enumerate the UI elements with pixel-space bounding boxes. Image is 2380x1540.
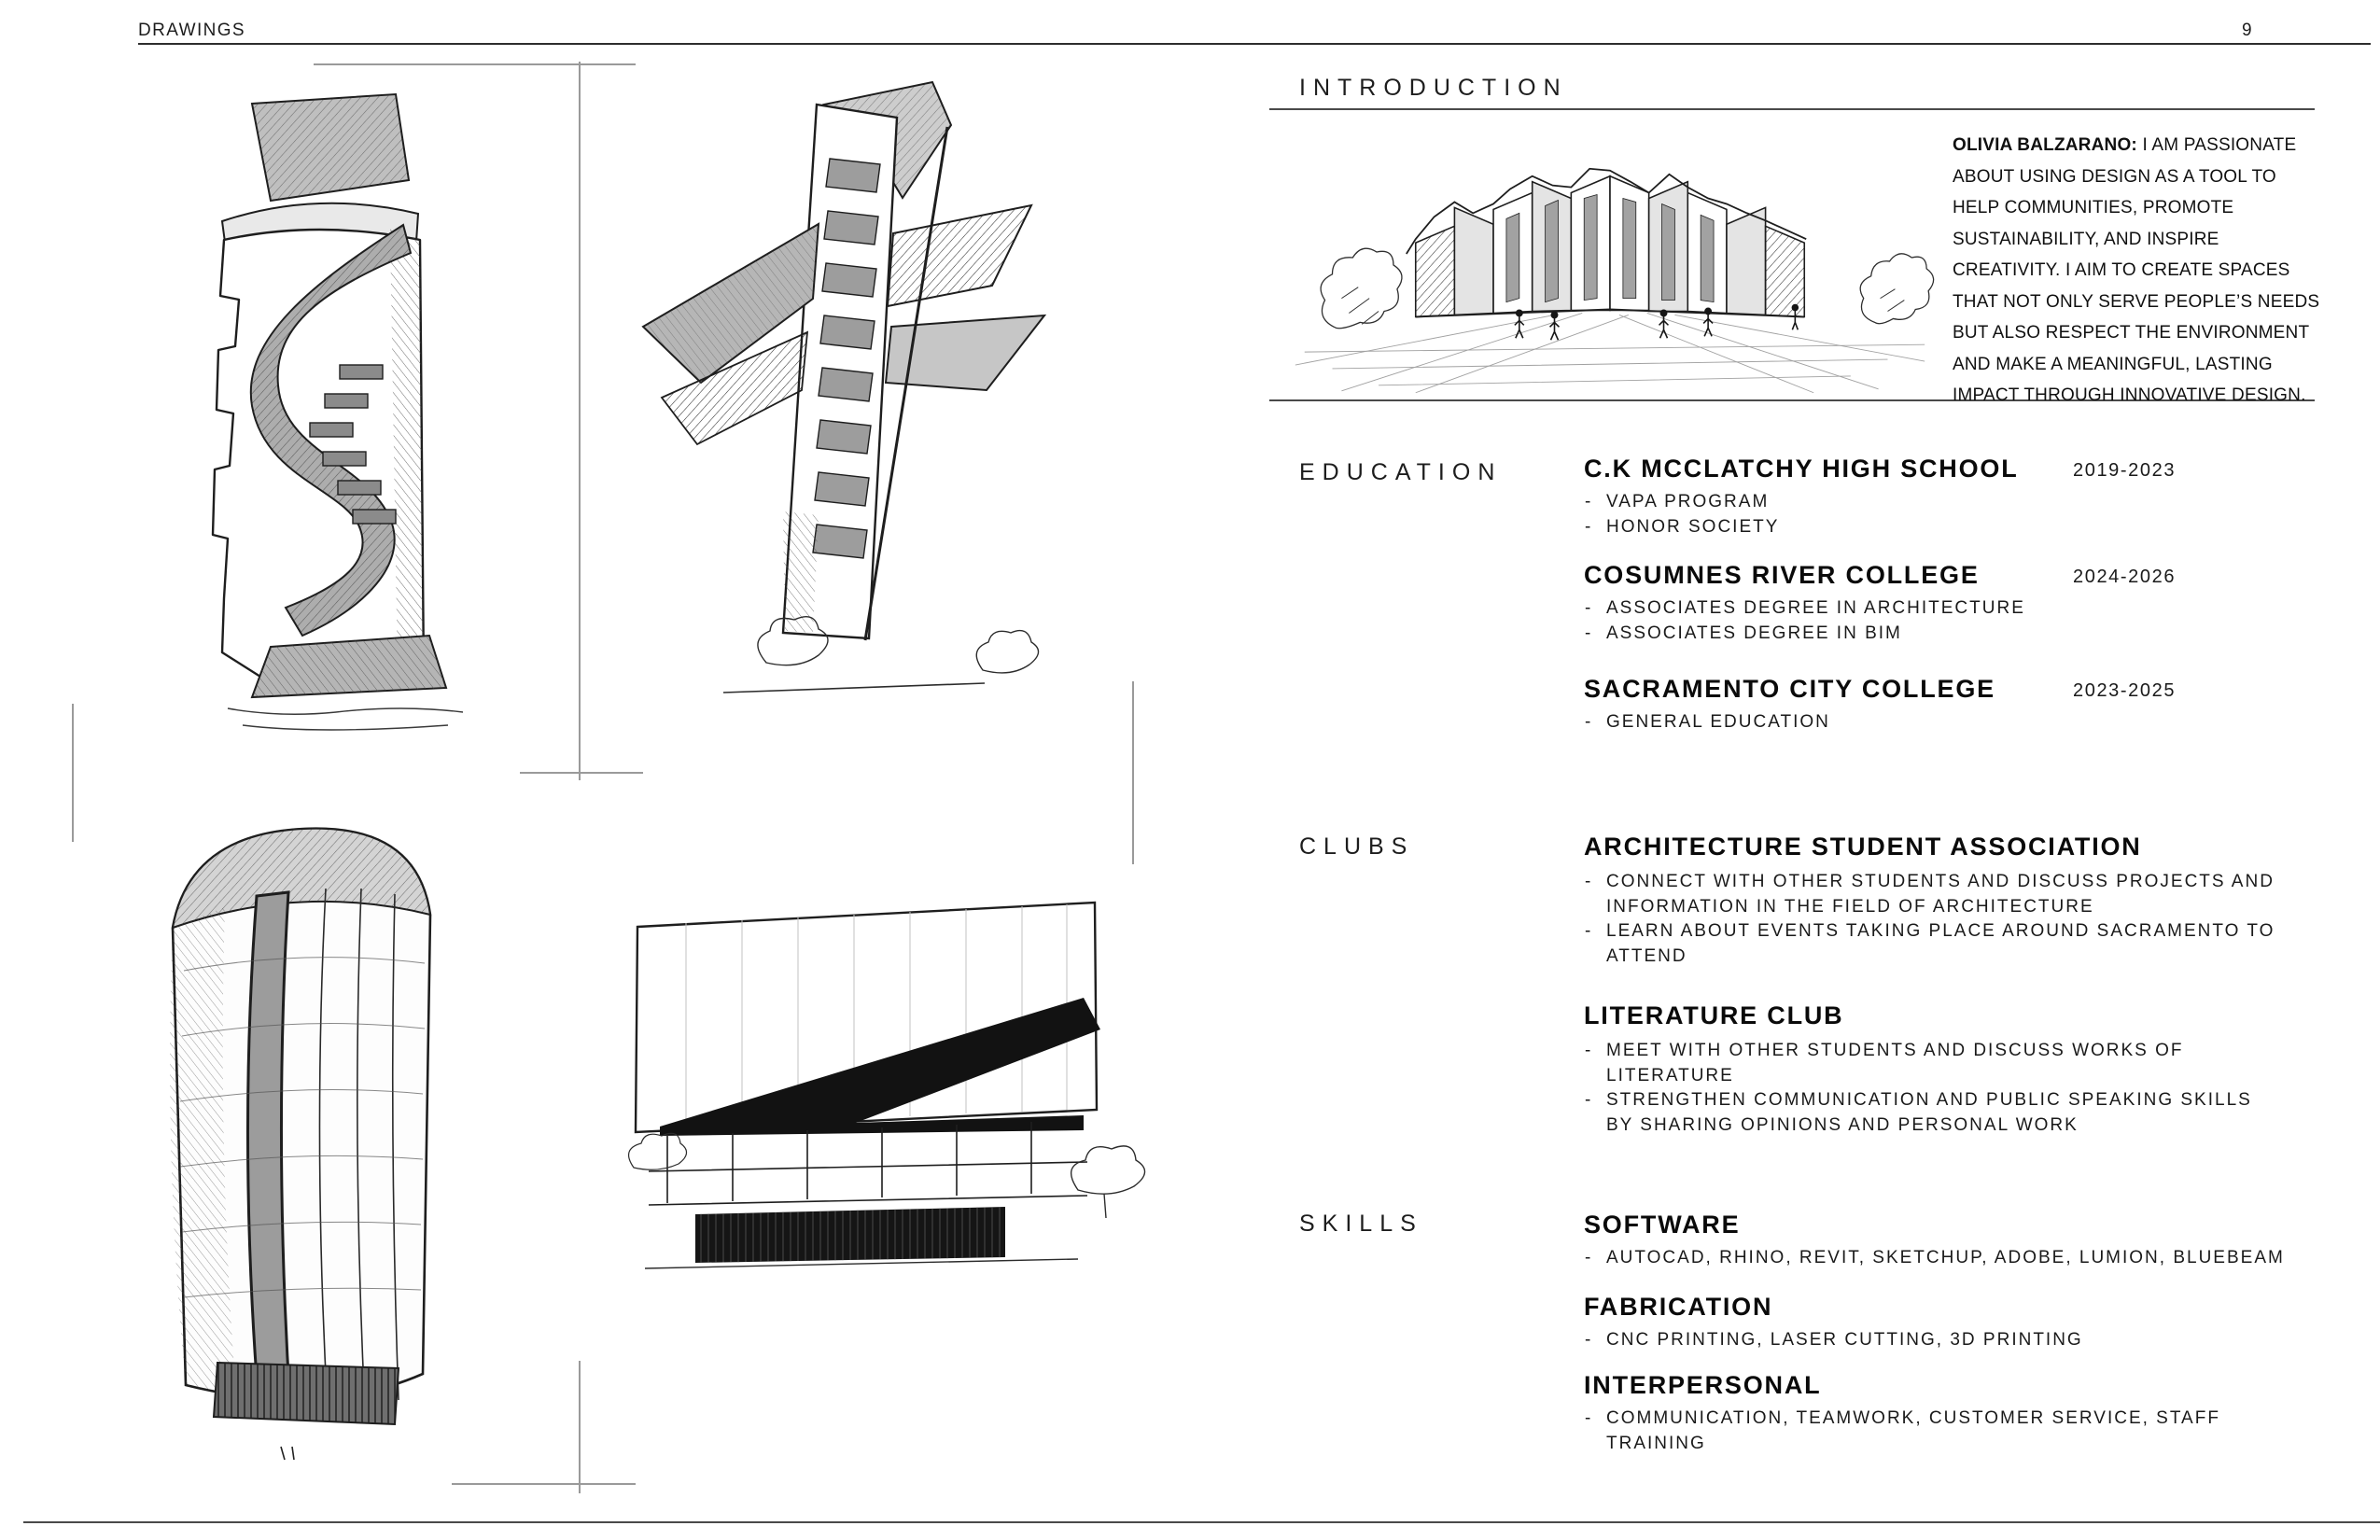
school-years: 2023-2025 — [2073, 680, 2177, 701]
sketch-low-building — [555, 891, 1171, 1330]
introduction-body-text: I AM PASSIONATE ABOUT USING DESIGN AS A … — [1953, 135, 2320, 405]
skill-category: SOFTWARE — [1584, 1211, 1741, 1239]
skill-category: INTERPERSONAL — [1584, 1371, 1822, 1399]
school-name: C.K MCCLATCHY HIGH SCHOOL — [1584, 455, 2019, 483]
school-years: 2019-2023 — [2073, 460, 2177, 481]
sketch-angular-tower — [583, 73, 1059, 754]
crop-mark-top-horizontal — [314, 63, 636, 65]
club-bullet: LEARN ABOUT EVENTS TAKING PLACE AROUND S… — [1584, 919, 2279, 969]
club-name: LITERATURE CLUB — [1584, 1001, 1844, 1029]
introduction-rule-top — [1269, 108, 2315, 110]
club-bullet: MEET WITH OTHER STUDENTS AND DISCUSS WOR… — [1584, 1039, 2279, 1088]
skill-bullet: COMMUNICATION, TEAMWORK, CUSTOMER SERVIC… — [1584, 1407, 2279, 1456]
section-title-clubs: CLUBS — [1299, 833, 1415, 860]
club-entry: ARCHITECTURE STUDENT ASSOCIATION CONNECT… — [1584, 832, 2279, 969]
skill-bullet: AUTOCAD, RHINO, REVIT, SKETCHUP, ADOBE, … — [1584, 1246, 2331, 1271]
skill-category: FABRICATION — [1584, 1293, 1773, 1321]
introduction-rule-bottom — [1269, 399, 2315, 401]
crop-mark-left-vertical — [72, 704, 74, 842]
school-name: SACRAMENTO CITY COLLEGE — [1584, 675, 1995, 703]
crop-mark-center-vertical — [579, 62, 581, 780]
crop-mark-bottom-horizontal — [452, 1483, 636, 1485]
education-bullet: ASSOCIATES DEGREE IN BIM — [1584, 622, 2279, 647]
club-entry: LITERATURE CLUB MEET WITH OTHER STUDENTS… — [1584, 1001, 2279, 1138]
school-name: COSUMNES RIVER COLLEGE — [1584, 561, 1980, 589]
sketch-spiral-tower — [131, 89, 504, 742]
crop-mark-right-vertical — [1132, 681, 1134, 864]
education-bullet: ASSOCIATES DEGREE IN ARCHITECTURE — [1584, 596, 2279, 622]
school-years: 2024-2026 — [2073, 567, 2177, 587]
club-bullet: STRENGTHEN COMMUNICATION AND PUBLIC SPEA… — [1584, 1088, 2279, 1138]
education-entry: C.K MCCLATCHY HIGH SCHOOL 2019-2023 VAPA… — [1584, 454, 2279, 539]
section-title-education: EDUCATION — [1299, 459, 1503, 485]
document-label: DRAWINGS — [138, 21, 245, 40]
section-title-introduction: INTRODUCTION — [1299, 75, 1568, 101]
introduction-paragraph: OLIVIA BALZARANO: I AM PASSIONATE ABOUT … — [1953, 130, 2324, 412]
crop-mark-bottom-vertical — [579, 1361, 581, 1493]
header-rule — [138, 43, 2371, 45]
skill-entry: FABRICATION CNC PRINTING, LASER CUTTING,… — [1584, 1292, 2331, 1353]
club-name: ARCHITECTURE STUDENT ASSOCIATION — [1584, 833, 2142, 861]
footer-rule — [23, 1521, 2380, 1523]
person-name: OLIVIA BALZARANO: — [1953, 135, 2137, 155]
crop-mark-mid-horizontal — [520, 772, 643, 774]
education-bullet: HONOR SOCIETY — [1584, 515, 2279, 540]
skill-entry: SOFTWARE AUTOCAD, RHINO, REVIT, SKETCHUP… — [1584, 1210, 2331, 1271]
skill-bullet: CNC PRINTING, LASER CUTTING, 3D PRINTING — [1584, 1328, 2331, 1353]
skill-entry: INTERPERSONAL COMMUNICATION, TEAMWORK, C… — [1584, 1370, 2279, 1456]
sketch-pavilion — [1277, 116, 1943, 396]
club-bullet: CONNECT WITH OTHER STUDENTS AND DISCUSS … — [1584, 870, 2279, 919]
page-number: 9 — [2242, 21, 2252, 40]
education-entry: SACRAMENTO CITY COLLEGE 2023-2025 GENERA… — [1584, 674, 2279, 735]
education-bullet: VAPA PROGRAM — [1584, 490, 2279, 515]
sketch-curved-tower — [98, 803, 509, 1475]
education-entry: COSUMNES RIVER COLLEGE 2024-2026 ASSOCIA… — [1584, 560, 2279, 646]
section-title-skills: SKILLS — [1299, 1211, 1423, 1237]
education-bullet: GENERAL EDUCATION — [1584, 710, 2279, 735]
